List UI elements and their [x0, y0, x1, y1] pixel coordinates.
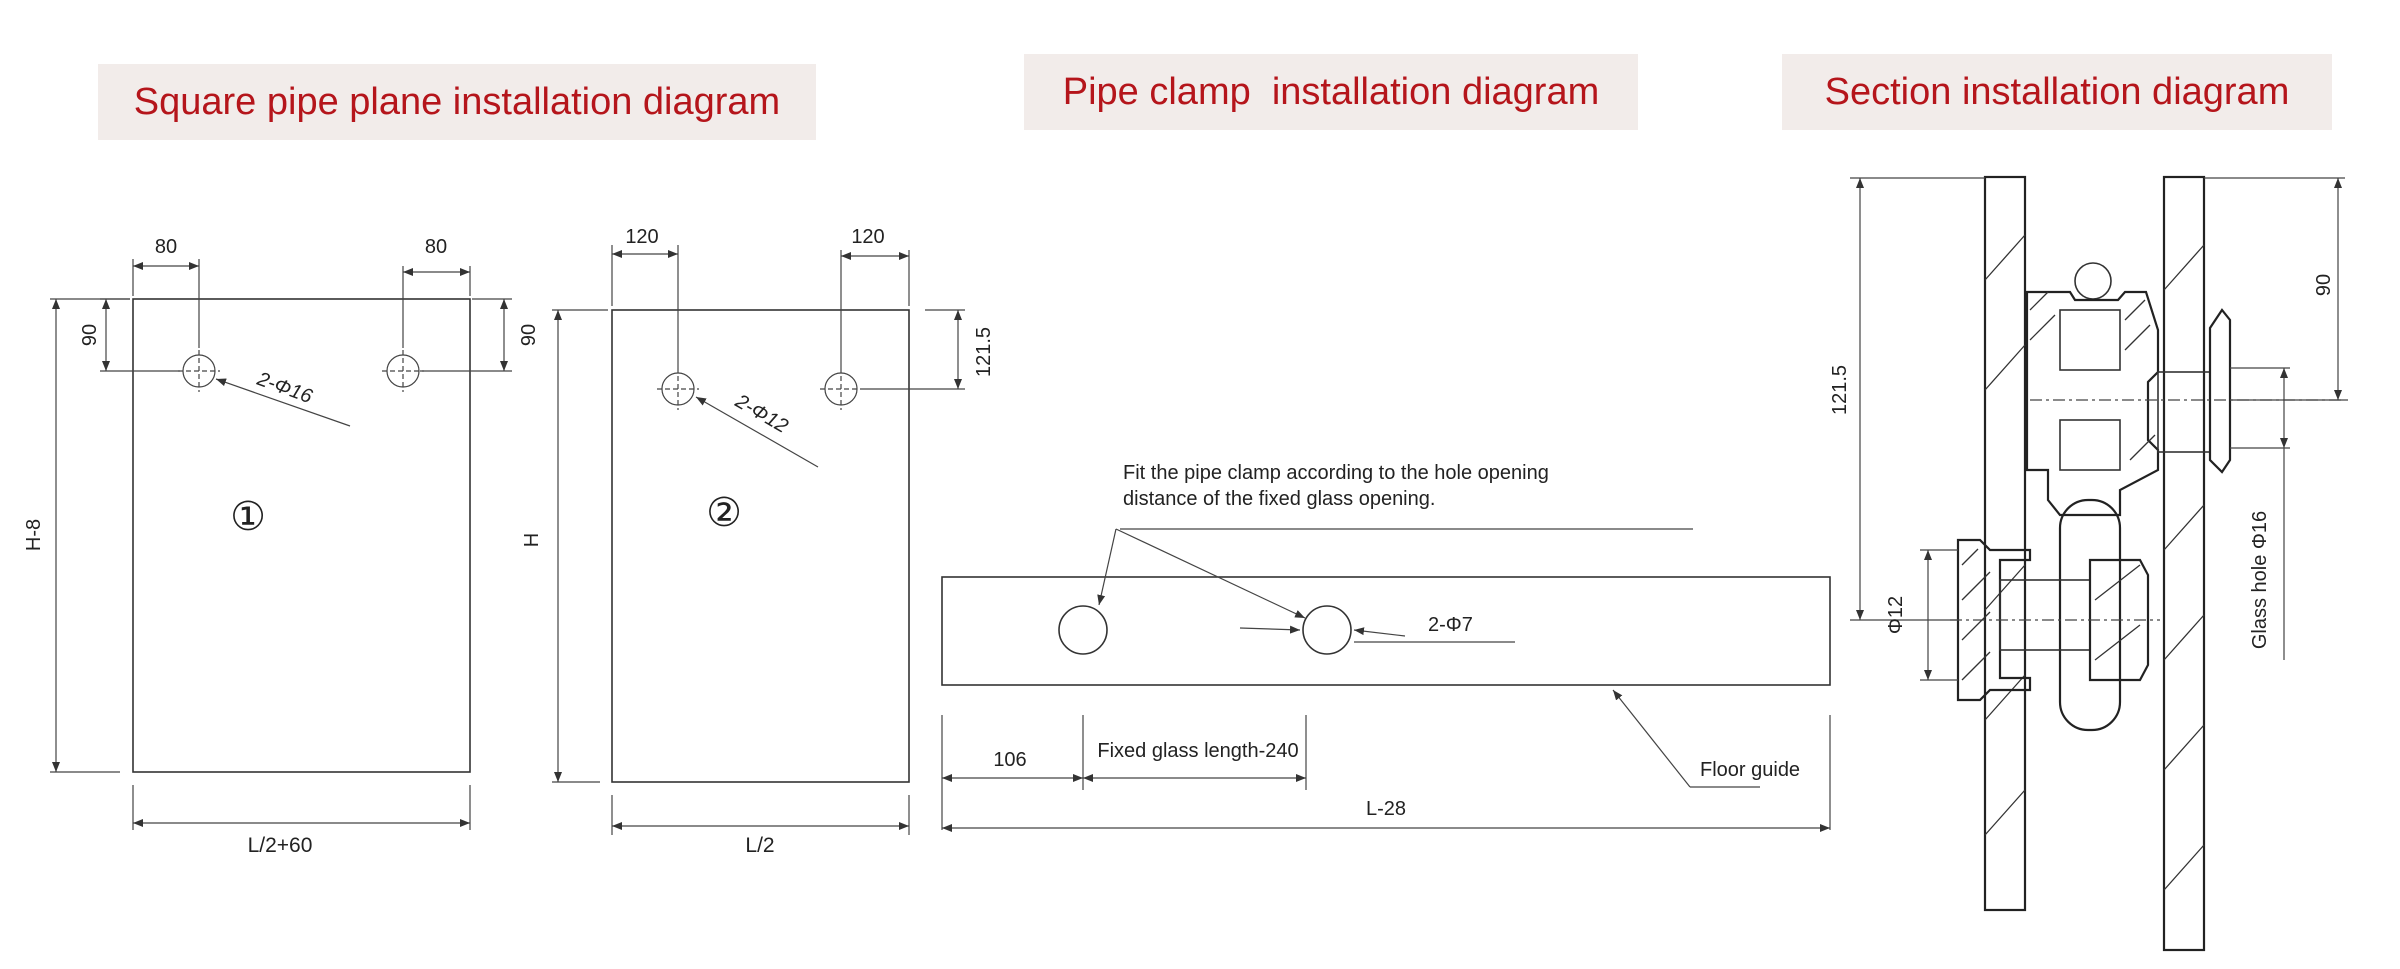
hole-note: 2-Φ16: [253, 368, 316, 409]
lower-clamp: [1956, 538, 2032, 702]
panel-marker: ①: [230, 495, 266, 539]
hole-icon: [820, 368, 862, 410]
dim-height: H-8: [23, 519, 45, 551]
dim-width: L/2: [745, 834, 774, 857]
dim-121-5: 121.5: [1829, 365, 1851, 415]
clamp-note-line1: Fit the pipe clamp according to the hole…: [1123, 462, 1549, 484]
hole-icon: [178, 350, 220, 392]
dim-121-5: 121.5: [973, 327, 995, 377]
clamp-body: [2025, 290, 2160, 517]
title-pipe-clamp: Pipe clamp installation diagram: [1024, 54, 1638, 130]
clamp-hole: [1058, 605, 1108, 655]
hole-note: 2-Φ12: [731, 390, 792, 438]
dim-width: L/2+60: [248, 834, 313, 857]
dim-total: L-28: [1366, 798, 1406, 820]
dim-106: 106: [993, 749, 1026, 771]
hole-icon: [657, 368, 699, 410]
title-section: Section installation diagram: [1782, 54, 2332, 130]
lower-roller: [2058, 498, 2122, 732]
pipe-clamp-diagram: Fit the pipe clamp according to the hole…: [941, 462, 1831, 832]
dim-80-left: 80: [155, 236, 177, 258]
floor-guide-label: Floor guide: [1700, 759, 1800, 781]
dim-90: 90: [79, 324, 101, 346]
title-square-pipe: Square pipe plane installation diagram: [98, 64, 816, 140]
clamp-note-line2: distance of the fixed glass opening.: [1123, 488, 1435, 510]
dim-120-right: 120: [851, 226, 884, 248]
panel-marker: ②: [706, 491, 742, 535]
panel-2: 120 120 H 90 121.5 L/2 2-Φ12 ②: [518, 226, 995, 857]
dim-120-left: 120: [625, 226, 658, 248]
dim-phi12: Φ12: [1885, 596, 1907, 634]
floor-guide-bar: [941, 576, 1831, 686]
hole-icon: [382, 350, 424, 392]
dim-fixed-glass: Fixed glass length-240: [1097, 740, 1298, 762]
dim-80-right: 80: [425, 236, 447, 258]
roller-icon: [2074, 262, 2112, 300]
dim-90: 90: [2313, 274, 2335, 296]
glass-hole-label: Glass hole Φ16: [2249, 511, 2271, 649]
bolt: [2157, 371, 2211, 453]
glass-panel-2: [611, 309, 910, 783]
clamp-hole: [1302, 605, 1352, 655]
dim-90: 90: [518, 324, 540, 346]
glass-left: [1983, 175, 2027, 912]
panel-1: 80 80 90 H-8 L/2+60 2-Φ16 ①: [23, 236, 512, 857]
section-diagram: 121.5 90 Φ12 Glass hole Φ16: [1829, 175, 2350, 952]
clamp-hole-note: 2-Φ7: [1428, 614, 1473, 636]
glass-right: [2162, 175, 2206, 952]
dim-height: H: [521, 533, 543, 547]
glass-panel-1: [132, 298, 471, 773]
